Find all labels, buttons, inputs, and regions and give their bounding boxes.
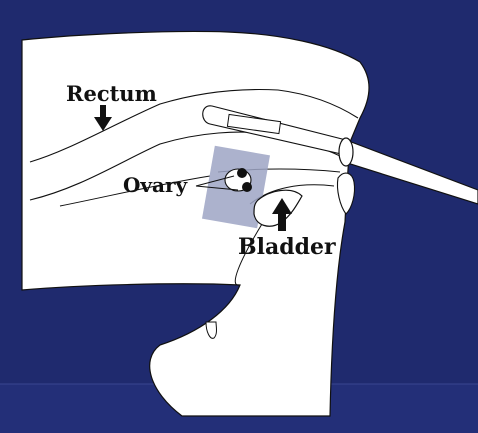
ovary-follicle bbox=[242, 182, 252, 192]
ovary-label: Ovary bbox=[123, 173, 189, 197]
bladder-label: Bladder bbox=[238, 234, 336, 260]
rectum-label: Rectum bbox=[66, 81, 157, 106]
ovary-follicle bbox=[237, 168, 247, 178]
probe-ring bbox=[339, 138, 353, 166]
